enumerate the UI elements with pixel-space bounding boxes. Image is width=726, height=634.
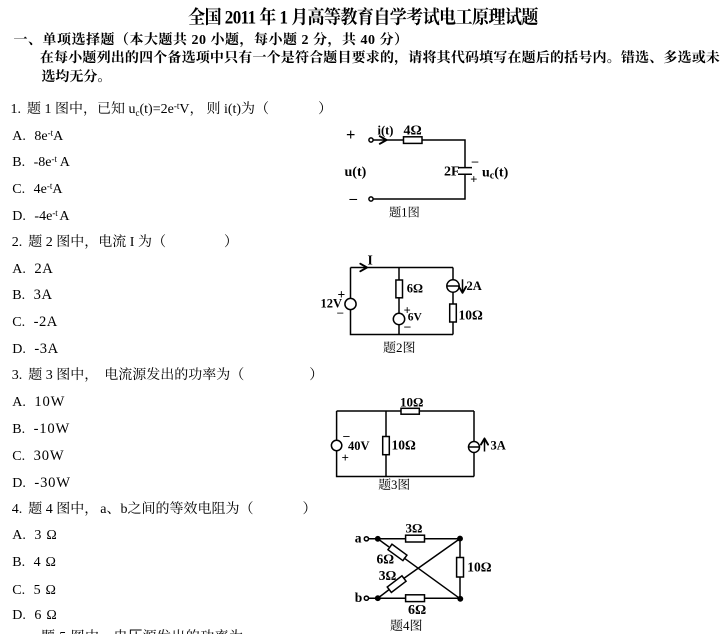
svg-text:2A: 2A	[467, 279, 482, 293]
svg-text:–: –	[471, 153, 479, 168]
svg-text:3Ω: 3Ω	[406, 521, 423, 536]
svg-text:40V: 40V	[348, 439, 370, 453]
svg-text:6Ω: 6Ω	[377, 552, 395, 567]
svg-text:题2图: 题2图	[383, 340, 416, 355]
svg-text:10Ω: 10Ω	[400, 395, 423, 410]
svg-text:+: +	[342, 450, 349, 465]
svg-text:–: –	[342, 428, 350, 442]
svg-text:3A: 3A	[491, 439, 506, 453]
svg-text:I: I	[368, 253, 373, 268]
svg-text:题1图: 题1图	[389, 206, 420, 220]
svg-text:–: –	[403, 319, 411, 333]
svg-text:+: +	[404, 304, 411, 318]
svg-text:u(t): u(t)	[345, 165, 367, 180]
svg-text:12V: 12V	[321, 297, 343, 311]
svg-text:b: b	[355, 590, 363, 605]
svg-text:6Ω: 6Ω	[408, 603, 426, 618]
svg-text:题3图: 题3图	[378, 478, 410, 492]
svg-text:3Ω: 3Ω	[379, 568, 397, 583]
svg-text:10Ω: 10Ω	[459, 308, 484, 323]
svg-text:+: +	[338, 287, 346, 302]
svg-text:题4图: 题4图	[390, 618, 423, 633]
svg-text:+: +	[470, 173, 477, 187]
svg-text:4Ω: 4Ω	[404, 124, 422, 139]
svg-text:6V: 6V	[408, 311, 423, 323]
svg-text:uc(t): uc(t)	[482, 166, 509, 182]
svg-text:6Ω: 6Ω	[407, 282, 423, 296]
svg-text:i(t): i(t)	[378, 124, 394, 138]
svg-text:2F: 2F	[444, 165, 460, 180]
svg-text:–: –	[336, 305, 344, 319]
svg-text:+: +	[346, 125, 355, 144]
svg-text:–: –	[349, 191, 358, 207]
svg-text:a: a	[355, 531, 362, 546]
svg-text:10Ω: 10Ω	[392, 438, 417, 453]
svg-text:10Ω: 10Ω	[467, 560, 492, 575]
